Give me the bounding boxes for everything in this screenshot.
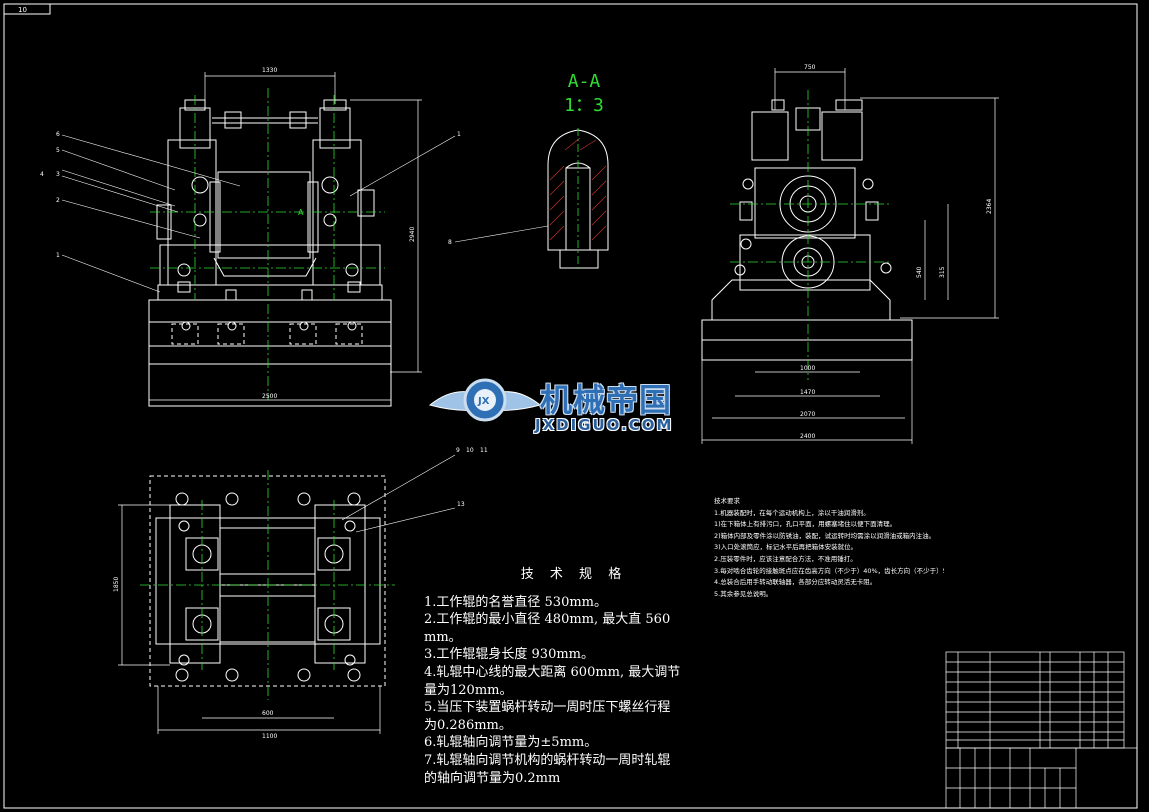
notes-title: 技术要求 xyxy=(714,497,740,505)
note-line: 5.其余参见总说明。 xyxy=(714,589,773,598)
logo-sub: JXDIGUO.COM xyxy=(535,416,674,434)
front-dim-bottom: 2500 xyxy=(262,393,277,400)
plan-dim-left: 1850 xyxy=(113,577,120,592)
side-dim-bottom-4: 2400 xyxy=(800,433,815,440)
side-dim-bottom-2: 1470 xyxy=(800,389,815,396)
plan-leaders xyxy=(341,454,456,533)
plan-dim-bottom: 1100 xyxy=(262,733,277,740)
plan-dim-inner: 600 xyxy=(262,710,274,717)
plan-dimensions xyxy=(118,504,381,734)
note-line: 3.每对啮合齿轮的接触斑点应在齿高方向（不少于）40%，齿长方向（不少于）50%… xyxy=(714,566,944,575)
balloon-10: 10 xyxy=(466,447,474,454)
balloon-right-1: 1 xyxy=(457,131,461,138)
plan-balloons: 9 10 11 13 xyxy=(456,447,488,508)
balloon-4: 4 xyxy=(40,171,44,178)
logo-emblem: JX xyxy=(428,378,542,422)
side-centerlines xyxy=(730,90,890,380)
spec-line: 1.工作辊的名誉直径 530mm。 xyxy=(424,594,608,610)
plan-centerlines xyxy=(140,470,395,700)
side-dim-right: 2364 xyxy=(986,199,993,214)
section-hatching xyxy=(549,137,607,241)
balloon-3: 3 xyxy=(56,171,60,178)
spec-line: 3.工作辊辊身长度 930mm。 xyxy=(424,647,595,663)
balloon-6: 6 xyxy=(56,131,60,138)
side-dim-top: 750 xyxy=(804,64,816,71)
section-leader xyxy=(454,225,549,243)
side-dimensions xyxy=(701,68,999,444)
front-centerlines xyxy=(150,88,385,400)
side-dim-mid-a: 315 xyxy=(939,266,946,278)
note-line: 2)箱体内部及零件涂以防锈油，装配，试运转时均需涂以润滑油或箱内注油。 xyxy=(714,531,936,540)
front-dim-top: 1330 xyxy=(262,67,277,74)
spec-line: mm。 xyxy=(424,629,462,645)
spec-line: 7.轧辊轴向调节机构的蜗杆转动一周时轧辊 xyxy=(424,752,671,768)
frame-tag-box xyxy=(3,3,51,15)
side-dim-texts: 750 2364 315 540 1000 1470 2070 2400 xyxy=(800,64,993,440)
section-scale: 1：3 xyxy=(564,95,604,116)
drawing-border xyxy=(3,3,1138,809)
note-line: 1.机器装配时，在每个运动机构上，涂以干油润滑剂。 xyxy=(714,508,870,517)
front-dim-right: 2940 xyxy=(409,227,416,242)
spec-line: 的轴向调节量为0.2mm xyxy=(424,770,561,786)
technical-requirements: 技术要求 1.机器装配时，在每个运动机构上，涂以干油润滑剂。 1)在下箱体上有排… xyxy=(714,496,944,600)
section-mark: A xyxy=(298,208,304,217)
spec-line: 5.当压下装置蜗杆转动一周时压下螺丝行程 xyxy=(424,700,671,716)
side-dim-mid-b: 540 xyxy=(916,266,923,278)
balloon-2: 2 xyxy=(56,197,60,204)
side-dim-bottom-3: 2070 xyxy=(800,411,815,418)
front-dimensions xyxy=(148,72,422,406)
spec-line: 4.轧辊中心线的最大距离 600mm, 最大调节 xyxy=(424,664,681,680)
balloon-9: 9 xyxy=(456,447,460,454)
frame-tag: 10 xyxy=(18,6,27,14)
note-line: 3)入口处滚筒应，标记水平后再把箱体安装就位。 xyxy=(714,543,858,552)
spec-line: 为0.286mm。 xyxy=(424,717,512,733)
logo-badge: JX xyxy=(477,396,490,407)
balloon-1: 1 xyxy=(56,252,60,259)
note-line: 4.总装合后用手转动联轴器，各部分应转动灵活无卡阻。 xyxy=(714,578,877,587)
balloon-13: 13 xyxy=(457,501,465,508)
plan-dim-texts: 1100 600 1850 xyxy=(113,577,277,740)
logo-main: 机械帝国 xyxy=(540,381,673,419)
front-balloons: 6 5 4 3 2 1 1 xyxy=(40,131,461,259)
balloon-5: 5 xyxy=(56,147,60,154)
front-view xyxy=(148,99,392,407)
spec-line: 量为120mm。 xyxy=(424,682,513,698)
section-title: A-A 1：3 xyxy=(560,70,608,118)
note-line: 1)在下箱体上有排污口，孔口平面，用螺塞堵住以便下面清理。 xyxy=(714,520,897,529)
balloon-11: 11 xyxy=(480,447,488,454)
spec-title: 技 术 规 格 xyxy=(520,567,628,582)
front-leaders xyxy=(61,134,456,293)
technical-spec: 技 术 规 格 1.工作辊的名誉直径 530mm。 2.工作辊的最小直径 480… xyxy=(424,566,724,787)
spec-line: 2.工作辊的最小直径 480mm, 最大直 560 xyxy=(424,612,671,628)
note-line: 2.压装零件时，应该注意配合方法，不准用锤打。 xyxy=(714,554,857,563)
spec-line: 6.轧辊轴向调节量为±5mm。 xyxy=(424,735,598,751)
balloon-8: 8 xyxy=(448,239,452,246)
section-label: A-A xyxy=(567,71,601,92)
side-dim-bottom-1: 1000 xyxy=(800,365,815,372)
title-block xyxy=(945,651,1138,809)
